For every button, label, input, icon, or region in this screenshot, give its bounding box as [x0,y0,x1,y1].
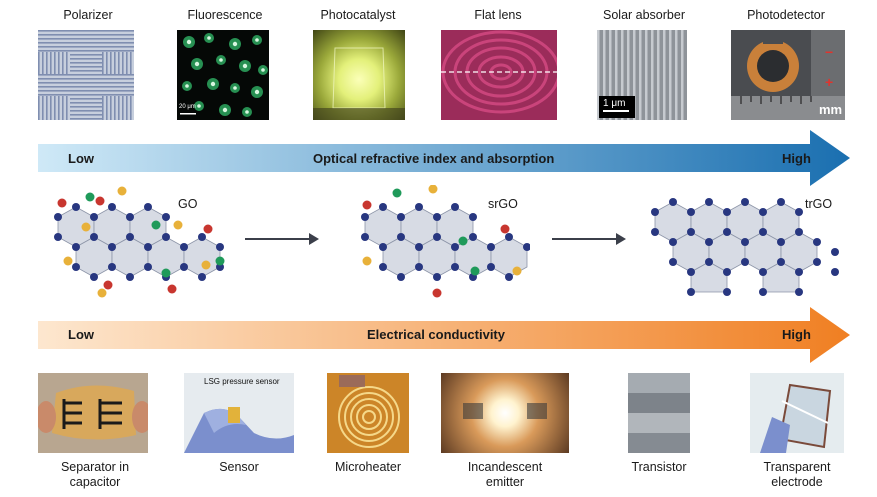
optical-high-label: High [782,151,811,166]
optical-band-arrow [38,128,850,188]
incandescent-emitter-image [441,373,569,453]
electrical-band-arrow [38,305,850,365]
photodetector-image: − + mm [731,30,845,120]
label-photocatalyst: Photocatalyst [320,8,396,22]
label-polarizer: Polarizer [63,8,113,22]
arrow-go-to-srgo [243,230,321,248]
label-transparent-line1: Transparent [763,460,831,474]
label-photodetector: Photodetector [747,8,825,22]
photodetector-scale: mm [819,102,843,117]
sensor-image: LSG pressure sensor [184,373,294,453]
label-microheater: Microheater [318,460,418,475]
label-transistor-line1: Transistor [631,460,687,474]
fluorescence-image: 20 μm [177,30,269,120]
photodetector-minus: − [825,44,834,60]
arrow-srgo-to-trgo [550,230,628,248]
label-sensor: Sensor [184,460,294,475]
label-solar-absorber: Solar absorber [603,8,685,22]
go-molecule [38,185,238,305]
label-transparent-electrode: Transparent electrode [737,460,857,490]
label-transparent-line2: electrode [771,475,823,489]
electrical-low-label: Low [68,327,94,342]
label-incandescent-line2: emitter [485,475,525,489]
photocatalyst-image [313,30,405,120]
photodetector-plus: + [825,74,834,90]
transparent-electrode-image [750,373,844,453]
electrical-high-label: High [782,327,811,342]
optical-band-title: Optical refractive index and absorption [313,151,555,166]
label-flat-lens: Flat lens [474,8,522,22]
label-fluorescence: Fluorescence [187,8,263,22]
transistor-image [628,373,690,453]
go-label: GO [178,197,198,211]
label-separator-in-capacitor: Separator in capacitor [35,460,155,490]
srgo-molecule [345,185,530,305]
label-sensor-line1: Sensor [219,460,259,474]
srgo-label: srGO [488,197,518,211]
label-separator-line1: Separator in [60,460,130,474]
trgo-label: trGO [805,197,833,211]
electrical-band-title: Electrical conductivity [367,327,505,342]
trgo-molecule [645,190,845,300]
solar-scale-bar: 1 μm [603,98,626,109]
label-incandescent-emitter: Incandescent emitter [445,460,565,490]
sensor-tag: LSG pressure sensor [204,377,280,386]
label-microheater-line1: Microheater [335,460,401,474]
polarizer-image [38,30,134,120]
microheater-image [327,373,409,453]
label-transistor: Transistor [604,460,714,475]
solar-absorber-image: 1 μm [597,30,687,120]
flat-lens-image [441,30,557,120]
optical-low-label: Low [68,151,94,166]
label-incandescent-line1: Incandescent [467,460,543,474]
separator-capacitor-image [38,373,148,453]
label-separator-line2: capacitor [69,475,121,489]
fluorescence-scale-bar: 20 μm [179,104,196,110]
